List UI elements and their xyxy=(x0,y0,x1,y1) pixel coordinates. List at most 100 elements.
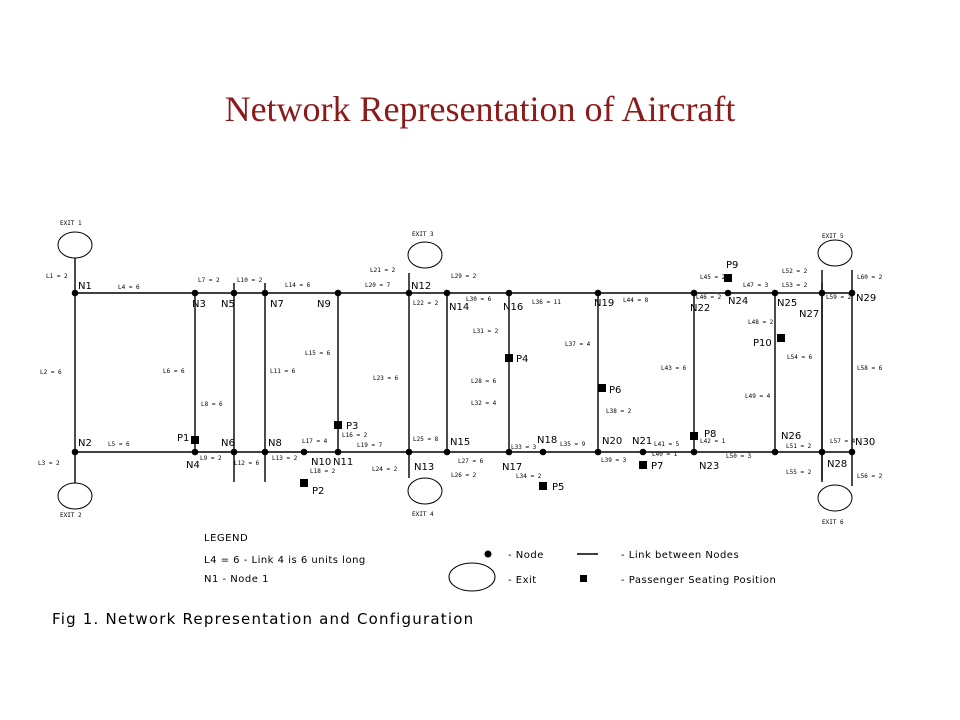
node-dot xyxy=(848,448,856,456)
figure-caption: Fig 1. Network Representation and Config… xyxy=(52,610,474,628)
exit-label: EXIT 6 xyxy=(822,519,844,526)
legend-line-link: L4 = 6 - Link 4 is 6 units long xyxy=(204,555,366,566)
link-label: L10 = 2 xyxy=(237,277,263,284)
node-N15: N15 xyxy=(443,437,470,456)
node-N9: N9 xyxy=(317,289,342,310)
exit-2: EXIT 2 xyxy=(57,482,93,519)
passenger-square xyxy=(639,461,647,469)
link-label: L20 = 7 xyxy=(365,282,391,289)
link-label: L21 = 2 xyxy=(370,267,396,274)
node-label: N17 xyxy=(502,462,522,473)
node-N2: N2 xyxy=(71,438,92,456)
node-label: N19 xyxy=(594,298,614,309)
node-N8: N8 xyxy=(261,438,282,456)
legend: LEGEND L4 = 6 - Link 4 is 6 units long N… xyxy=(204,533,776,592)
passenger-label: P7 xyxy=(651,461,663,472)
link-label: L13 = 2 xyxy=(272,455,298,462)
exit-5: EXIT 5 xyxy=(817,233,853,267)
node-N10: N10 xyxy=(300,448,331,468)
passenger-P10: P10 xyxy=(753,334,785,349)
node-label: N30 xyxy=(855,437,875,448)
link-label: L3 = 2 xyxy=(38,460,60,467)
node-dot xyxy=(71,289,79,297)
node-N18: N18 xyxy=(537,435,557,456)
exit-label: EXIT 4 xyxy=(412,511,434,518)
legend-node-symbol xyxy=(484,550,492,558)
node-N1: N1 xyxy=(71,281,92,297)
link-label: L22 = 2 xyxy=(413,300,439,307)
node-label: N20 xyxy=(602,436,622,447)
node-dot xyxy=(300,448,308,456)
node-dot xyxy=(334,448,342,456)
passenger-P7: P7 xyxy=(639,461,663,472)
node-dot xyxy=(443,448,451,456)
node-N12: N12 xyxy=(405,281,431,297)
node-N13: N13 xyxy=(405,448,434,473)
exit-oval xyxy=(817,484,853,512)
passenger-square xyxy=(191,436,199,444)
link-label: L16 = 2 xyxy=(342,432,368,439)
node-N6: N6 xyxy=(221,438,238,456)
passenger-P8: P8 xyxy=(690,429,716,440)
node-label: N28 xyxy=(827,459,847,470)
node-label: N5 xyxy=(221,299,235,310)
link-label: L5 = 6 xyxy=(108,441,130,448)
node-N22: N22 xyxy=(690,289,710,314)
node-label: N27 xyxy=(799,309,819,320)
passenger-square xyxy=(334,421,342,429)
node-dot xyxy=(690,448,698,456)
link-label: L24 = 2 xyxy=(372,466,398,473)
link-label: L46 = 2 xyxy=(696,294,722,301)
node-label: N26 xyxy=(781,431,801,442)
link-label: L30 = 6 xyxy=(466,296,492,303)
link-label: L7 = 2 xyxy=(198,277,220,284)
link-label: L53 = 2 xyxy=(782,282,808,289)
node-N11: N11 xyxy=(333,448,353,468)
exit-oval xyxy=(57,482,93,510)
link-label: L60 = 2 xyxy=(857,274,883,281)
node-N7: N7 xyxy=(261,289,284,310)
node-N20: N20 xyxy=(594,436,622,456)
node-dot xyxy=(261,289,269,297)
node-label: N10 xyxy=(311,457,331,468)
node-label: N2 xyxy=(78,438,92,449)
node-dot xyxy=(594,289,602,297)
node-label: N15 xyxy=(450,437,470,448)
link-label: L19 = 7 xyxy=(357,442,383,449)
link-label: L48 = 2 xyxy=(748,319,774,326)
link-label: L28 = 6 xyxy=(471,378,497,385)
node-N4: N4 xyxy=(186,448,200,471)
node-label: N11 xyxy=(333,457,353,468)
node-dot xyxy=(818,289,826,297)
exit-label: EXIT 2 xyxy=(60,512,82,519)
passenger-square xyxy=(505,354,513,362)
link-label: L54 = 6 xyxy=(787,354,813,361)
node-N26: N26 xyxy=(771,431,801,456)
link-label: L2 = 6 xyxy=(40,369,62,376)
passenger-P1: P1 xyxy=(177,433,199,444)
node-label: N3 xyxy=(192,299,206,310)
link-label: L44 = 8 xyxy=(623,297,649,304)
passenger-P4: P4 xyxy=(505,354,528,365)
exit-6: EXIT 6 xyxy=(817,484,853,526)
link-label: L50 = 3 xyxy=(726,453,752,460)
node-label: N6 xyxy=(221,438,235,449)
node-dot xyxy=(690,289,698,297)
node-label: N22 xyxy=(690,303,710,314)
node-dot xyxy=(539,448,547,456)
exit-oval xyxy=(407,241,443,269)
node-N28: N28 xyxy=(818,448,847,470)
node-N21: N21 xyxy=(632,436,652,456)
link-label: L18 = 2 xyxy=(310,468,336,475)
link-label: L58 = 6 xyxy=(857,365,883,372)
exit-oval xyxy=(817,239,853,267)
link-label: L49 = 4 xyxy=(745,393,771,400)
passenger-label: P9 xyxy=(726,260,738,271)
passenger-label: P2 xyxy=(312,486,324,497)
passenger-square xyxy=(539,482,547,490)
node-dot xyxy=(724,289,732,297)
legend-node-text: - Node xyxy=(508,550,544,561)
link-label: L33 = 3 xyxy=(511,444,537,451)
node-dot xyxy=(230,448,238,456)
